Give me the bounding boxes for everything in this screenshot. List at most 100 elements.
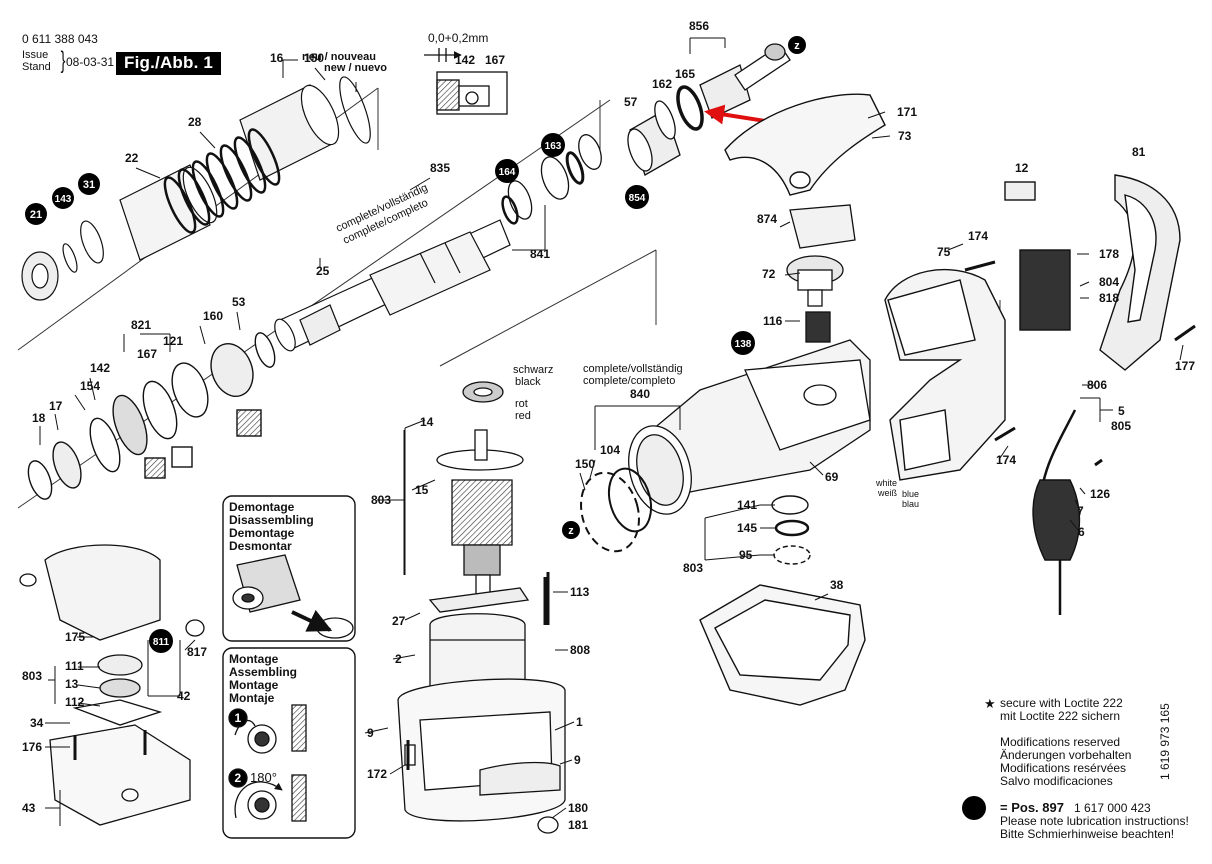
leader-line bbox=[1069, 519, 1079, 531]
modifications-line-2: Änderungen vorbehalten bbox=[1000, 748, 1132, 762]
leader-line bbox=[784, 272, 801, 276]
svg-text:180°: 180° bbox=[250, 770, 277, 785]
lubrication-line-1: Please note lubrication instructions! bbox=[1000, 814, 1189, 828]
white-label: white bbox=[875, 478, 897, 488]
part-number-112: 112 bbox=[65, 695, 85, 709]
bearing-ring-stack bbox=[27, 332, 276, 500]
figure-label: Fig./Abb. 1 bbox=[116, 52, 222, 75]
assembly-step-1: 1 bbox=[235, 711, 242, 725]
loctite-note: ★ secure with Loctite 222 mit Loctite 22… bbox=[984, 696, 1123, 723]
part-number-180: 180 bbox=[568, 801, 588, 815]
leader-line bbox=[947, 243, 964, 251]
leader-line bbox=[184, 639, 196, 651]
part-number-7: 7 bbox=[1077, 504, 1084, 518]
svg-text:164: 164 bbox=[499, 167, 516, 178]
svg-text:red: red bbox=[515, 410, 531, 422]
part-number-42: 42 bbox=[177, 689, 191, 703]
leader-line bbox=[364, 727, 389, 734]
leader-line bbox=[589, 459, 596, 479]
cover-part bbox=[724, 93, 886, 196]
loctite-line-1: secure with Loctite 222 bbox=[1000, 696, 1123, 710]
part-number-113: 113 bbox=[570, 585, 590, 599]
part-number-57: 57 bbox=[624, 95, 638, 109]
part-number-803b: 803 bbox=[683, 561, 703, 575]
badge-854: 854 bbox=[625, 185, 649, 209]
leader-line bbox=[867, 111, 886, 119]
new-label: new / nuevo bbox=[324, 62, 387, 74]
part-number-69: 69 bbox=[825, 470, 839, 484]
spring-coil bbox=[219, 144, 253, 202]
leader-line bbox=[551, 807, 567, 819]
disassembly-line-2: Disassembling bbox=[229, 513, 314, 527]
part-number-167: 167 bbox=[485, 53, 505, 67]
svg-text:new / nuevo: new / nuevo bbox=[324, 62, 387, 74]
badge-z2: z bbox=[562, 521, 580, 539]
leader-line bbox=[704, 504, 761, 519]
red-label: red bbox=[515, 410, 531, 422]
badge-z1: z bbox=[788, 36, 806, 54]
part-number-121: 121 bbox=[163, 334, 183, 348]
svg-text:1: 1 bbox=[235, 711, 242, 725]
part-number-142: 142 bbox=[455, 53, 475, 67]
svg-text:black: black bbox=[515, 376, 541, 388]
handle-part bbox=[1099, 174, 1181, 371]
spring-coil bbox=[177, 168, 211, 226]
motor-housing bbox=[397, 577, 566, 834]
leader-line bbox=[559, 759, 573, 765]
leader-line bbox=[579, 472, 586, 491]
part-number-817: 817 bbox=[187, 645, 207, 659]
part-number-13: 13 bbox=[65, 677, 79, 691]
part-number-141: 141 bbox=[737, 498, 757, 512]
leader-line bbox=[871, 135, 891, 139]
part-number-116: 116 bbox=[763, 314, 783, 328]
part-number-81: 81 bbox=[1132, 145, 1146, 159]
assembly-line-4: Montaje bbox=[229, 691, 275, 705]
spindle-assembly bbox=[274, 219, 511, 352]
leader-line bbox=[409, 177, 431, 191]
issue-date: 08-03-31 bbox=[66, 55, 115, 69]
leader-line bbox=[404, 612, 421, 621]
leader-line bbox=[199, 131, 216, 149]
document-id: 0 611 388 043 bbox=[22, 32, 98, 46]
part-number-15: 15 bbox=[415, 483, 429, 497]
part-number-38: 38 bbox=[830, 578, 844, 592]
part-number-175: 175 bbox=[65, 630, 85, 644]
part-number-111: 111 bbox=[65, 659, 84, 673]
tolerance-label: 0,0+0,2mm bbox=[428, 31, 488, 45]
badge-163: 163 bbox=[541, 133, 565, 157]
blue-label: blue bbox=[902, 489, 919, 499]
svg-text:Demontage: Demontage bbox=[229, 500, 295, 514]
part-number-14: 14 bbox=[420, 415, 434, 429]
armature bbox=[436, 381, 524, 606]
part-number-34: 34 bbox=[30, 716, 44, 730]
part-number-835: 835 bbox=[430, 161, 450, 175]
svg-text:z: z bbox=[794, 40, 800, 52]
disassembly-line-3: Demontage bbox=[229, 526, 295, 540]
svg-text:Montaje: Montaje bbox=[229, 691, 275, 705]
assembly-line-3: Montage bbox=[229, 678, 279, 692]
part-number-5: 5 bbox=[1118, 404, 1125, 418]
part-number-805: 805 bbox=[1111, 419, 1131, 433]
part-number-176: 176 bbox=[22, 740, 42, 754]
svg-text:blue: blue bbox=[902, 489, 919, 499]
leader-line bbox=[135, 167, 161, 179]
badge-143: 143 bbox=[52, 187, 74, 209]
badge-21: 21 bbox=[25, 203, 47, 225]
bottom-cover bbox=[699, 495, 866, 706]
svg-text:neu / nouveau: neu / nouveau bbox=[302, 51, 376, 63]
leader-line bbox=[1074, 499, 1081, 511]
svg-text:Demontage: Demontage bbox=[229, 526, 295, 540]
stand-label: Stand bbox=[22, 61, 51, 73]
part-number-150a: 150 bbox=[304, 51, 324, 65]
leader-line bbox=[199, 325, 206, 345]
part-number-818: 818 bbox=[1099, 291, 1119, 305]
part-number-154: 154 bbox=[80, 379, 100, 393]
modifications-line-1: Modifications reserved bbox=[1000, 735, 1121, 749]
issue-label: Issue bbox=[22, 49, 49, 61]
document-number: 1 619 973 165 bbox=[1158, 703, 1172, 780]
part-number-840: 840 bbox=[630, 387, 650, 401]
spring-coil bbox=[163, 176, 197, 234]
leader-line bbox=[1179, 344, 1184, 361]
